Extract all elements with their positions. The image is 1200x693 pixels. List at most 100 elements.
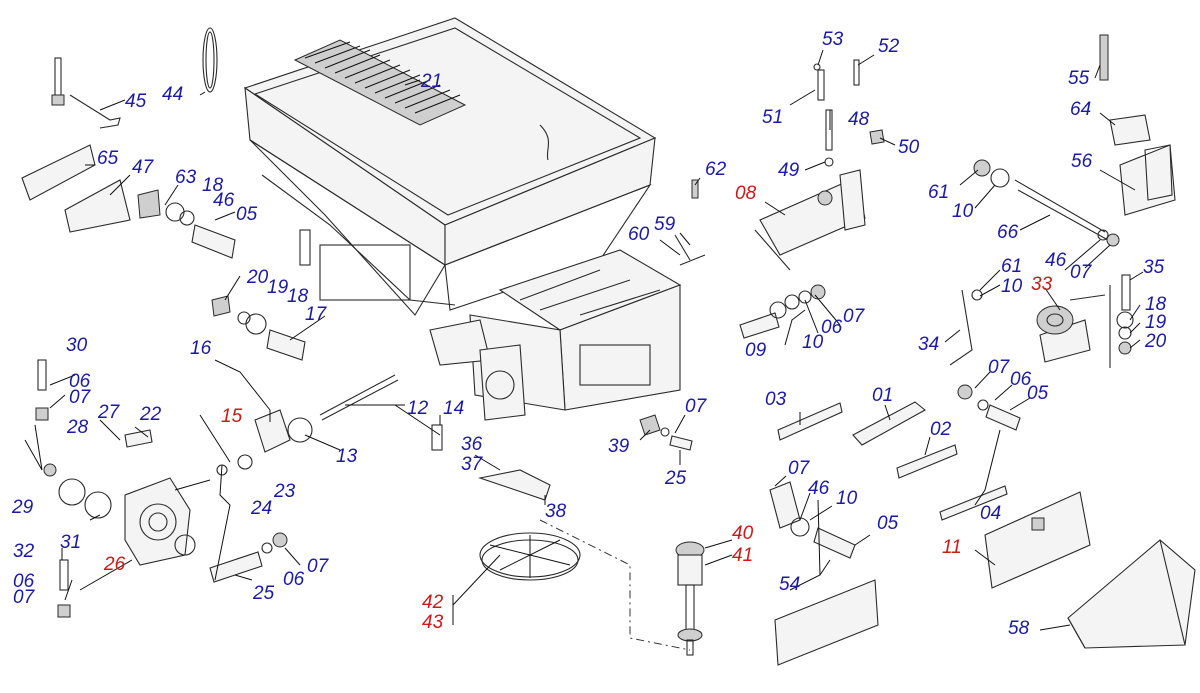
callout-46c: 46: [1045, 250, 1067, 271]
callout-13: 13: [336, 446, 358, 467]
callout-25a: 25: [252, 583, 275, 604]
assembly-line: [539, 519, 691, 651]
callout-01: 01: [872, 385, 893, 406]
callout-18c: 18: [1145, 294, 1167, 315]
pin-62: [691, 179, 699, 199]
callout-07d: 07: [685, 396, 708, 417]
callout-07h: 07: [1070, 262, 1093, 283]
cover-56: [1119, 144, 1176, 216]
callout-30: 30: [66, 335, 88, 356]
plate-01: [852, 401, 926, 446]
callout-43: 43: [422, 612, 444, 633]
callout-37: 37: [461, 454, 484, 475]
callout-25b: 25: [664, 468, 687, 489]
callout-52: 52: [878, 36, 900, 57]
gearbox-26: [124, 477, 196, 566]
callout-33: 33: [1031, 274, 1053, 295]
plate-04: [939, 485, 1008, 521]
callout-23: 23: [273, 481, 296, 502]
callout-31: 31: [60, 532, 81, 553]
bracket-45: [51, 57, 121, 129]
bolt-17: [266, 329, 306, 361]
nut-20: [211, 295, 231, 317]
callout-61a: 61: [928, 182, 949, 203]
shield-64: [1109, 114, 1151, 146]
bolt-05c: [813, 527, 856, 559]
shaft-12: [319, 374, 399, 421]
callout-27: 27: [97, 402, 121, 423]
nut-29: [43, 463, 57, 477]
callout-38: 38: [545, 501, 567, 522]
callout-50: 50: [898, 137, 920, 158]
callout-61b: 61: [1001, 256, 1022, 277]
callout-15: 15: [221, 406, 243, 427]
rod-34: [949, 289, 973, 366]
bolt-32: [59, 559, 69, 591]
callout-26: 26: [103, 554, 126, 575]
sprocket-31b: [84, 491, 112, 519]
callout-39: 39: [608, 436, 630, 457]
shaft-66: [1014, 179, 1109, 241]
cover-58: [1067, 539, 1196, 649]
callout-45: 45: [125, 91, 147, 112]
callout-62: 62: [705, 159, 727, 180]
callout-07g: 07: [843, 306, 866, 327]
callout-47: 47: [132, 157, 155, 178]
callout-04: 04: [980, 503, 1001, 524]
clip-50: [869, 129, 885, 145]
callout-24: 24: [250, 498, 272, 519]
callout-20a: 20: [246, 267, 269, 288]
bolt-05b: [985, 404, 1021, 431]
v-belt: [202, 27, 218, 93]
callout-06a: 06: [69, 371, 91, 392]
callout-56: 56: [1071, 151, 1093, 172]
bracket-08: [754, 169, 866, 271]
callout-07e: 07: [788, 458, 811, 479]
callout-06b: 06: [13, 571, 35, 592]
bolt-51: [817, 69, 825, 101]
washer-49: [824, 157, 834, 167]
callout-16: 16: [190, 338, 212, 359]
callout-32: 32: [13, 541, 35, 562]
deflector-36: [477, 469, 551, 501]
callout-06c: 06: [283, 569, 305, 590]
callout-05b: 05: [1027, 383, 1049, 404]
callout-06e: 06: [821, 317, 843, 338]
callout-08: 08: [735, 183, 757, 204]
callout-19b: 19: [1145, 312, 1167, 333]
callout-34: 34: [918, 334, 939, 355]
callout-22: 22: [139, 404, 162, 425]
callout-03: 03: [765, 389, 787, 410]
callout-46b: 46: [808, 478, 830, 499]
conveyor-chain: [293, 39, 467, 126]
callout-07c: 07: [307, 556, 330, 577]
plate-65: [21, 144, 96, 201]
bearing-housing-33: [1036, 305, 1091, 363]
callout-18b: 18: [287, 286, 309, 307]
bolt-48: [825, 109, 833, 151]
sprocket-13: [287, 417, 313, 443]
plate-54: [774, 579, 879, 666]
callout-10c: 10: [952, 201, 974, 222]
chain-link-55: [1099, 34, 1109, 81]
pin-52: [853, 59, 860, 86]
callout-06d: 06: [1010, 369, 1032, 390]
callout-65: 65: [97, 148, 119, 169]
pin-14: [431, 424, 443, 451]
callout-51: 51: [762, 107, 783, 128]
callout-09: 09: [745, 340, 767, 361]
callout-07b: 07: [13, 587, 36, 608]
bearing-63: [137, 189, 161, 219]
bolt-30: [37, 359, 47, 391]
spinner-motor-40: [675, 541, 705, 656]
callout-29: 29: [11, 497, 34, 518]
callout-63: 63: [175, 167, 197, 188]
bearing-61: [973, 159, 991, 177]
callout-42: 42: [422, 592, 444, 613]
callout-40: 40: [732, 523, 754, 544]
leader-lines: [24, 49, 1144, 631]
callout-44: 44: [162, 84, 183, 105]
callout-05a: 05: [236, 204, 258, 225]
callout-41: 41: [732, 545, 753, 566]
